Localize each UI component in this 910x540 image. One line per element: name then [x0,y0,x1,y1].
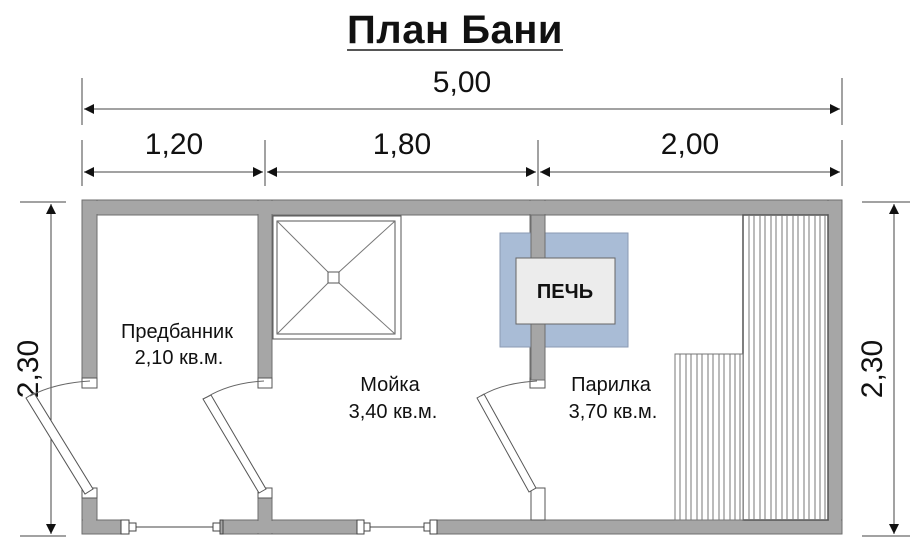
stove [499,214,629,381]
room-moyka-name: Мойка [360,374,420,396]
room-predbannik-name: Предбанник [121,321,233,343]
dimension-total-width-label: 5,00 [433,66,491,99]
plan-title: План Бани [0,8,910,53]
dimension-height-right [862,201,910,537]
dimension-segments [81,140,843,186]
stove-label: ПЕЧЬ [537,281,593,303]
room-parilka-name: Парилка [571,374,652,396]
drain-icon [327,271,340,284]
room-parilka-area: 3,70 кв.м. [569,401,658,423]
dimension-height-left [20,201,66,537]
dimension-segment-3-label: 2,00 [661,128,719,161]
dimension-segment-2-label: 1,80 [373,128,431,161]
door-entrance[interactable] [25,380,94,495]
door-jambs [81,377,546,521]
dimension-height-left-label: 2,30 [12,340,45,398]
room-predbannik-area: 2,10 кв.м. [135,347,224,369]
room-moyka-area: 3,40 кв.м. [349,401,438,423]
dimension-height-right-label: 2,30 [856,340,889,398]
plan-title-text: План Бани [347,8,563,52]
door-predbannik-moyka[interactable] [202,380,267,494]
shower-tray [272,215,402,340]
dimension-total-width [81,78,843,125]
bench-upper [742,214,829,521]
window-moyka [356,519,438,535]
door-moyka-parilka[interactable] [476,380,538,493]
dimension-segment-1-label: 1,20 [145,128,203,161]
window-predbannik [120,519,224,535]
bench-lower [674,353,744,521]
